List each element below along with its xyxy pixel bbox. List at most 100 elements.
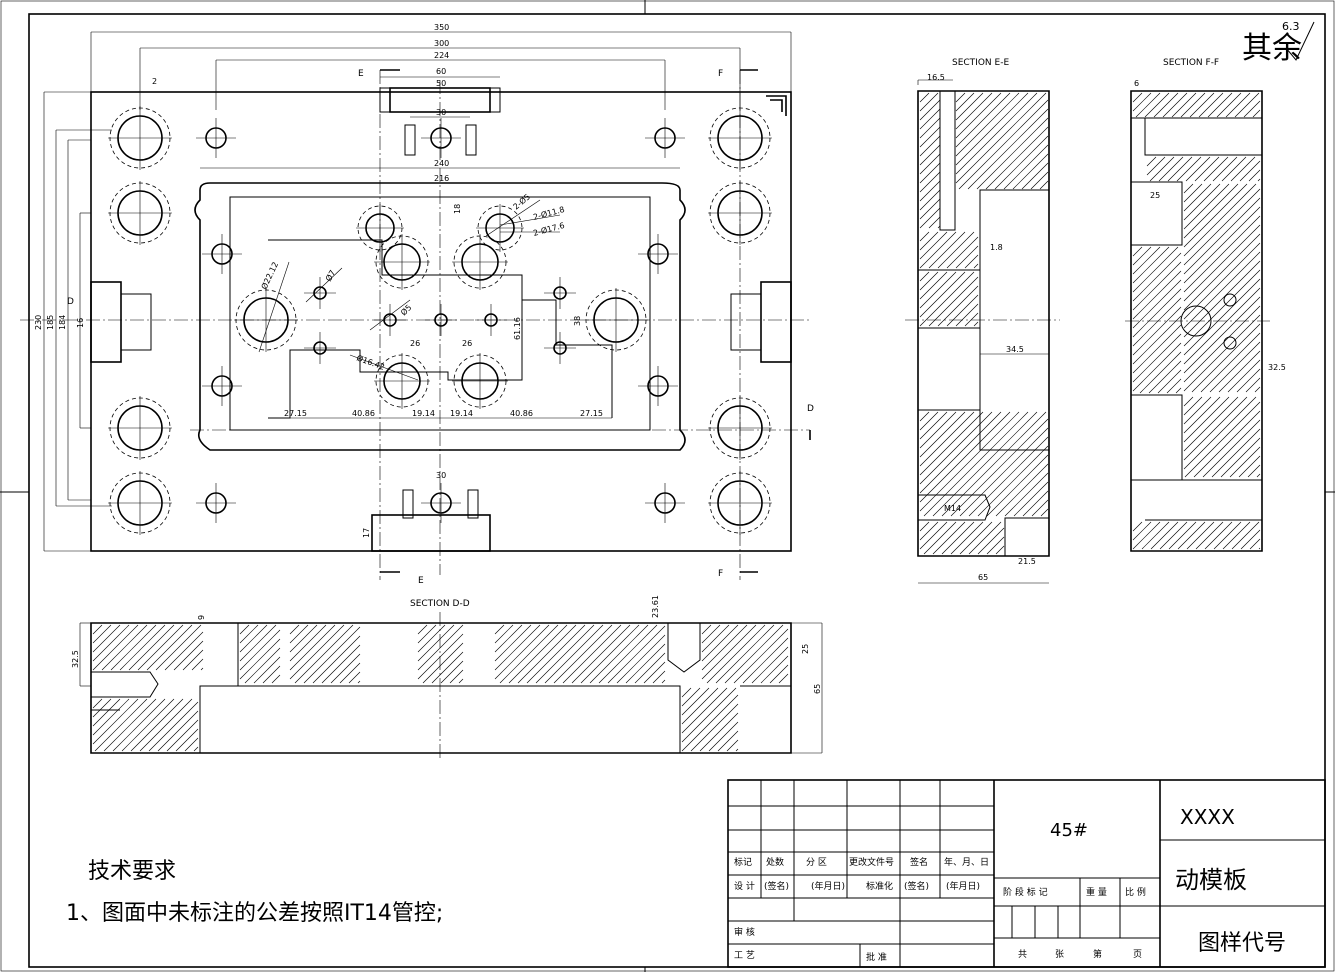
ff-dim-6: 6 <box>1134 79 1139 88</box>
rev-header-doc: 更改文件号 <box>849 856 894 868</box>
ee-thread-m14: M14 <box>944 504 961 513</box>
dia-5: Ø5 <box>398 302 413 317</box>
ff-hatch <box>1183 396 1261 478</box>
approve-label: 批 准 <box>866 951 887 963</box>
standard-sign: (签名) <box>904 880 929 892</box>
section-mark-f-top: F <box>718 69 723 79</box>
dd-hatch <box>92 698 199 752</box>
main-view: E E F F D D 350 300 224 60 50 30 240 216… <box>20 23 814 586</box>
dia-2-5: 2-Ø5 <box>511 191 532 211</box>
dim-16: 16 <box>76 318 85 328</box>
dim-350: 350 <box>434 23 449 32</box>
ee-dim-1-8: 1.8 <box>990 243 1003 252</box>
ff-hatch <box>1132 521 1261 550</box>
drawing-code: 图样代号 <box>1198 931 1286 956</box>
section-mark-e-bottom: E <box>418 576 424 586</box>
sheet-unit-label: 张 <box>1055 949 1064 960</box>
ff-hatch <box>1146 156 1261 182</box>
ff-hatch <box>1132 246 1182 394</box>
dim-19-14-left: 19.14 <box>412 409 435 418</box>
design-sign: (签名) <box>764 880 789 892</box>
dim-216: 216 <box>434 174 449 183</box>
ee-dim-34-5: 34.5 <box>1006 345 1024 354</box>
dim-185: 185 <box>46 315 55 330</box>
dd-dim-65: 65 <box>813 684 822 694</box>
tech-req-heading: 技术要求 <box>88 859 176 884</box>
roughness-value: 6.3 <box>1282 20 1300 33</box>
section-ee-view: SECTION E-E 16.5 1.8 34.5 21.5 65 M14 <box>905 58 1060 584</box>
dim-27-15-left: 27.15 <box>284 409 307 418</box>
dim-2: 2 <box>152 77 157 86</box>
section-mark-f-bottom: F <box>718 569 723 579</box>
ff-dim-25: 25 <box>1150 191 1160 200</box>
tech-req-item-1: 1、图面中未标注的公差按照IT14管控; <box>66 901 443 926</box>
section-mark-d-right: D <box>807 404 814 414</box>
dim-40-86-left: 40.86 <box>352 409 375 418</box>
rev-header-mark: 标记 <box>734 856 752 868</box>
section-mark-e-top: E <box>358 69 364 79</box>
dd-hatch <box>289 624 361 684</box>
stage-header: 阶 段 标 记 <box>1003 886 1048 898</box>
dd-dim-25: 25 <box>801 644 810 654</box>
ee-hatch <box>919 271 979 327</box>
dd-dim-9: 9 <box>197 615 206 620</box>
dim-26-left: 26 <box>410 339 420 348</box>
roughness-mark: 其余 6.3 <box>1242 20 1315 66</box>
dd-hatch <box>681 687 739 752</box>
standard-label: 标准化 <box>866 880 893 892</box>
ee-dim-16-5: 16.5 <box>927 73 945 82</box>
title-block: 标记 处数 分 区 更改文件号 签名 年、月、日 设 计 (签名) (年月日) … <box>727 779 1326 968</box>
holes-group <box>108 106 772 535</box>
dim-17: 17 <box>362 528 371 538</box>
dim-38: 38 <box>573 316 582 326</box>
dim-27-15-right: 27.15 <box>580 409 603 418</box>
rev-header-sign: 签名 <box>910 856 928 868</box>
dd-hatch <box>494 624 666 684</box>
dim-240: 240 <box>434 159 449 168</box>
ff-dim-32-5: 32.5 <box>1268 363 1286 372</box>
ee-dim-21-5: 21.5 <box>1018 557 1036 566</box>
material: 45# <box>1050 820 1088 841</box>
dim-30-bottom: 30 <box>436 471 446 480</box>
dia-2-17-6: 2-Ø17.6 <box>532 220 566 238</box>
section-ee-title: SECTION E-E <box>952 58 1009 68</box>
dd-hatch <box>239 624 281 684</box>
section-dd-view: SECTION D-D 32.5 9 23.61 25 65 <box>71 595 823 760</box>
dd-hatch <box>92 624 204 671</box>
section-dd-title: SECTION D-D <box>410 599 470 609</box>
weight-header: 重 量 <box>1086 886 1107 898</box>
ff-hatch <box>1132 92 1261 118</box>
dd-dim-32-5: 32.5 <box>71 650 80 668</box>
page-label: 页 <box>1133 949 1142 960</box>
section-ff-title: SECTION F-F <box>1163 58 1219 68</box>
dd-hatch <box>417 624 464 684</box>
dia-22-12: Ø22.12 <box>259 260 280 291</box>
ee-hatch <box>919 92 941 229</box>
dim-230: 230 <box>34 315 43 330</box>
ee-hatch <box>919 521 1005 555</box>
ee-hatch <box>955 92 1049 190</box>
process-label: 工 艺 <box>734 950 755 961</box>
rev-header-count: 处数 <box>766 856 784 868</box>
roughness-text: 其余 <box>1242 31 1302 66</box>
hatch-group <box>92 92 1261 752</box>
dim-19-14-right: 19.14 <box>450 409 473 418</box>
ff-hatch <box>1183 183 1261 393</box>
sheet-no-label: 第 <box>1093 948 1102 960</box>
dim-300: 300 <box>434 39 449 48</box>
dd-hatch <box>701 624 789 684</box>
design-label: 设 计 <box>734 880 755 892</box>
scale-header: 比 例 <box>1125 886 1146 898</box>
dia-7: Ø7 <box>323 268 337 283</box>
ee-hatch <box>919 411 1049 517</box>
section-mark-d-left: D <box>67 297 74 307</box>
dim-224: 224 <box>434 51 449 60</box>
standard-date: (年月日) <box>946 880 980 892</box>
ee-hatch <box>919 231 979 269</box>
dim-50: 50 <box>436 79 446 88</box>
dim-30-top: 30 <box>436 108 446 117</box>
dim-40-86-right: 40.86 <box>510 409 533 418</box>
rev-header-zone: 分 区 <box>806 857 827 868</box>
